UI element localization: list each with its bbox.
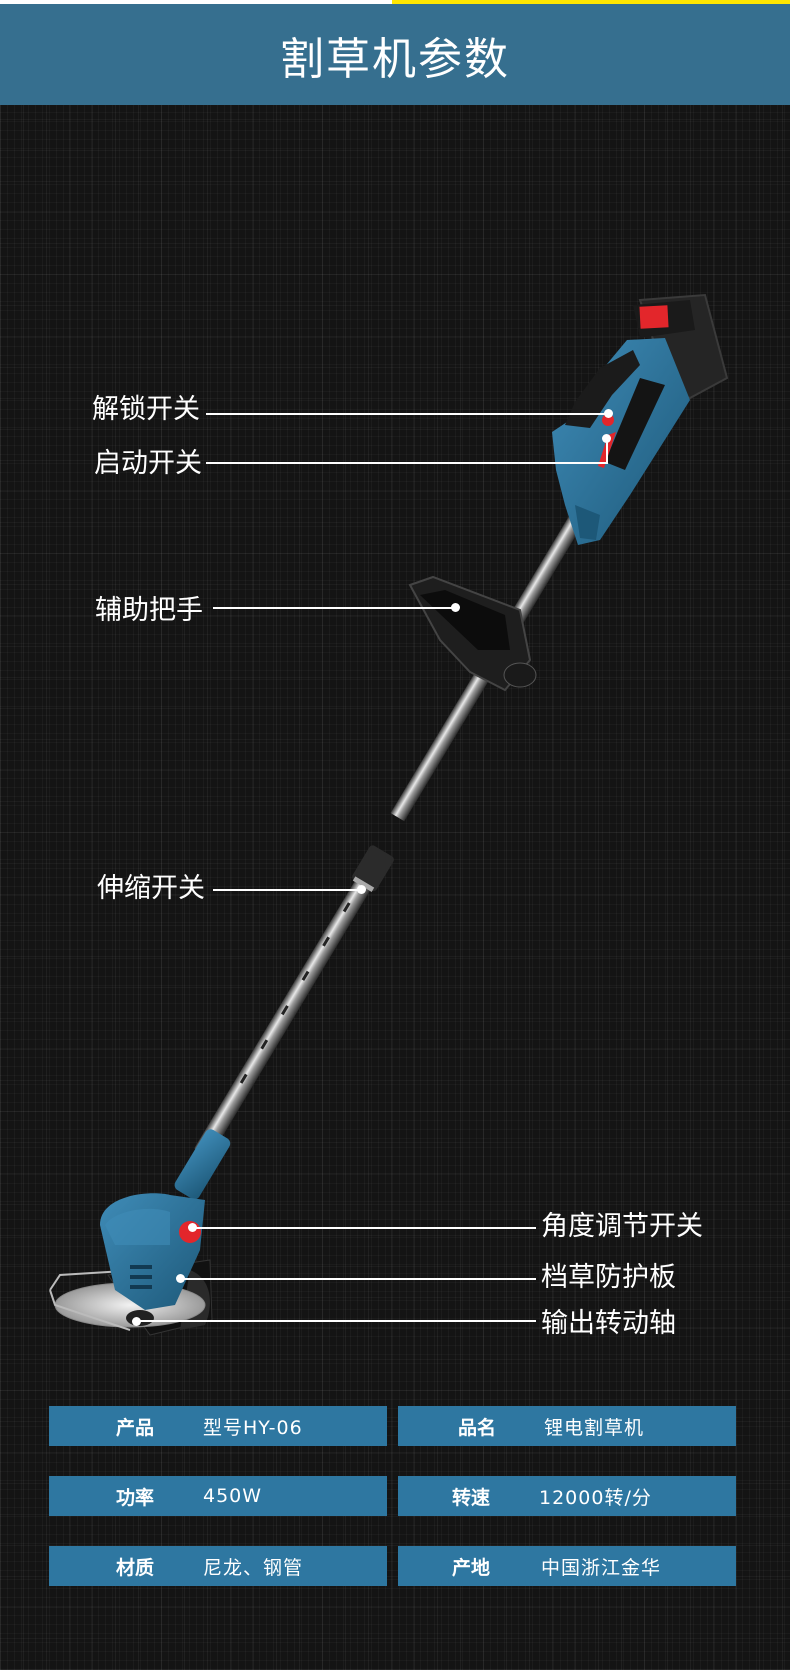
header-bar: 割草机参数 [0, 4, 790, 105]
strip-yellow [392, 0, 790, 4]
callout-dot-telescopic-switch [357, 885, 366, 894]
strip-white [0, 0, 392, 4]
callout-line-auxiliary-handle [213, 607, 455, 609]
spec-key: 功率 [116, 1486, 155, 1509]
callout-label-angle-switch: 角度调节开关 [541, 1211, 703, 1242]
spec-value: 12000转/分 [539, 1486, 652, 1509]
callout-line-telescopic-switch [213, 889, 361, 891]
callout-label-grass-guard: 档草防护板 [541, 1262, 676, 1293]
auxiliary-handle [408, 575, 537, 692]
callout-dot-unlock-switch [604, 409, 613, 418]
spec-key: 产地 [452, 1556, 491, 1579]
callout-label-auxiliary-handle: 辅助把手 [95, 595, 203, 626]
spec-cell-material: 材质 尼龙、钢管 [49, 1546, 387, 1586]
spec-cell-name: 品名 锂电割草机 [398, 1406, 736, 1446]
callout-line-output-shaft [136, 1320, 536, 1322]
spec-value: 型号HY-06 [203, 1416, 303, 1439]
spec-key: 品名 [458, 1416, 497, 1439]
callout-line-angle-switch [192, 1227, 536, 1229]
spec-value: 中国浙江金华 [541, 1556, 662, 1579]
grass-trimmer-image [49, 293, 729, 1336]
callout-label-output-shaft: 输出转动轴 [541, 1308, 676, 1339]
callout-dot-auxiliary-handle [451, 603, 460, 612]
callout-label-unlock-switch: 解锁开关 [92, 394, 200, 425]
rear-handle [552, 293, 729, 545]
page-title: 割草机参数 [280, 33, 510, 85]
callout-dot-start-switch [602, 434, 611, 443]
callout-line-grass-guard [180, 1278, 536, 1280]
spec-key: 产品 [116, 1416, 155, 1439]
lower-shaft [194, 865, 380, 1158]
callout-vline-start-switch [606, 438, 608, 464]
top-color-strip [0, 0, 790, 4]
motor-head [49, 1129, 231, 1336]
callout-label-telescopic-switch: 伸缩开关 [97, 873, 205, 904]
spec-cell-power: 功率 450W [49, 1476, 387, 1516]
spec-key: 转速 [452, 1486, 491, 1509]
spec-key: 材质 [116, 1556, 155, 1579]
callout-label-start-switch: 启动开关 [94, 448, 202, 479]
spec-value: 锂电割草机 [544, 1416, 645, 1439]
spec-cell-product: 产品 型号HY-06 [49, 1406, 387, 1446]
callout-line-start-switch [206, 462, 607, 464]
callout-line-unlock-switch [206, 413, 608, 415]
spec-value: 尼龙、钢管 [203, 1556, 304, 1579]
spec-cell-origin: 产地 中国浙江金华 [398, 1546, 736, 1586]
spec-cell-speed: 转速 12000转/分 [398, 1476, 736, 1516]
spec-value: 450W [203, 1485, 263, 1507]
